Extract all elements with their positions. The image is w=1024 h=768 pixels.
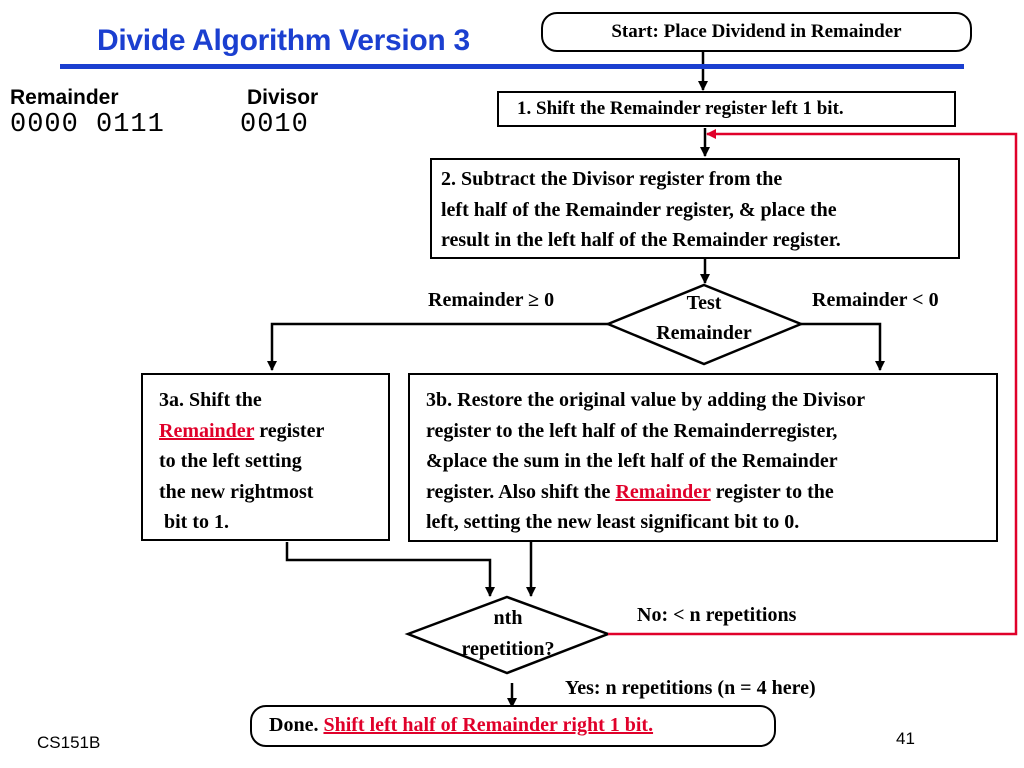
arrow-loop-back	[608, 129, 1018, 636]
test-line1: Test	[686, 292, 722, 314]
step3b-line4-start: register. Also shift the	[426, 480, 616, 503]
step1-text: 1. Shift the Remainder register left 1 b…	[517, 98, 844, 119]
test-remainder-diamond	[604, 283, 805, 366]
step3a-line3: to the left setting	[159, 450, 302, 472]
arrow-test-to-3b	[801, 322, 885, 371]
no-label: No: < n repetitions	[637, 604, 797, 626]
step2-line2: left half of the Remainder register, & p…	[441, 198, 837, 221]
step3b-remainder-highlight: Remainder	[615, 480, 711, 503]
step3a-line5: bit to 1.	[159, 511, 229, 533]
test-line2: Remainder	[656, 322, 752, 344]
yes-label: Yes: n repetitions (n = 4 here)	[565, 677, 816, 699]
step3b-line1: 3b. Restore the original value by adding…	[426, 389, 866, 411]
step3a-box: 3a. Shift the Remainder register to the …	[141, 373, 390, 541]
step3b-line2: register to the left half of the Remaind…	[426, 419, 838, 442]
done-box: Done. Shift left half of Remainder right…	[250, 705, 776, 747]
divisor-value: 0010	[240, 110, 309, 140]
slide-title: Divide Algorithm Version 3	[97, 24, 470, 57]
repeat-line1: nth	[493, 607, 523, 629]
step3a-line4: the new rightmost	[159, 480, 314, 503]
arrow-test-to-3a	[267, 322, 608, 371]
done-bold: Done.	[269, 714, 324, 736]
test-text: Test Remainder	[624, 288, 784, 348]
done-highlight: Shift left half of Remainder right 1 bit…	[323, 714, 654, 736]
branch-right-label: Remainder < 0	[812, 289, 939, 311]
start-text: Start: Place Dividend in Remainder	[611, 21, 902, 42]
step2-line3: result in the left half of the Remainder…	[441, 229, 841, 251]
nth-repetition-diamond	[404, 595, 612, 675]
title-underline	[60, 64, 964, 69]
step3a-line2: Remainder register	[159, 416, 388, 447]
step3b-line4: register. Also shift the Remainder regis…	[426, 477, 996, 508]
step3a-remainder-highlight: Remainder	[159, 419, 255, 442]
step1-box: 1. Shift the Remainder register left 1 b…	[497, 91, 956, 127]
step3b-line5: left, setting the new least significant …	[426, 511, 800, 533]
step3b-line4-end: register to the	[710, 480, 834, 503]
remainder-label: Remainder	[10, 86, 119, 109]
repeat-line2: repetition?	[461, 638, 555, 660]
arrow-3a-to-repeat	[285, 542, 495, 597]
step3a-line2-rest: register	[254, 419, 325, 442]
step2-line1: 2. Subtract the Divisor register from th…	[441, 168, 783, 190]
step2-box: 2. Subtract the Divisor register from th…	[430, 158, 960, 259]
footer-course: CS151B	[37, 733, 101, 752]
start-box: Start: Place Dividend in Remainder	[541, 12, 972, 52]
page-number: 41	[896, 729, 915, 748]
repeat-text: nth repetition?	[438, 603, 578, 665]
step3b-box: 3b. Restore the original value by adding…	[408, 373, 998, 542]
branch-left-label: Remainder ≥ 0	[428, 289, 555, 311]
step3b-line3: &place the sum in the left half of the R…	[426, 450, 838, 472]
divisor-label: Divisor	[247, 86, 319, 109]
step3a-line1: 3a. Shift the	[159, 389, 262, 411]
remainder-value: 0000 0111	[10, 110, 165, 140]
